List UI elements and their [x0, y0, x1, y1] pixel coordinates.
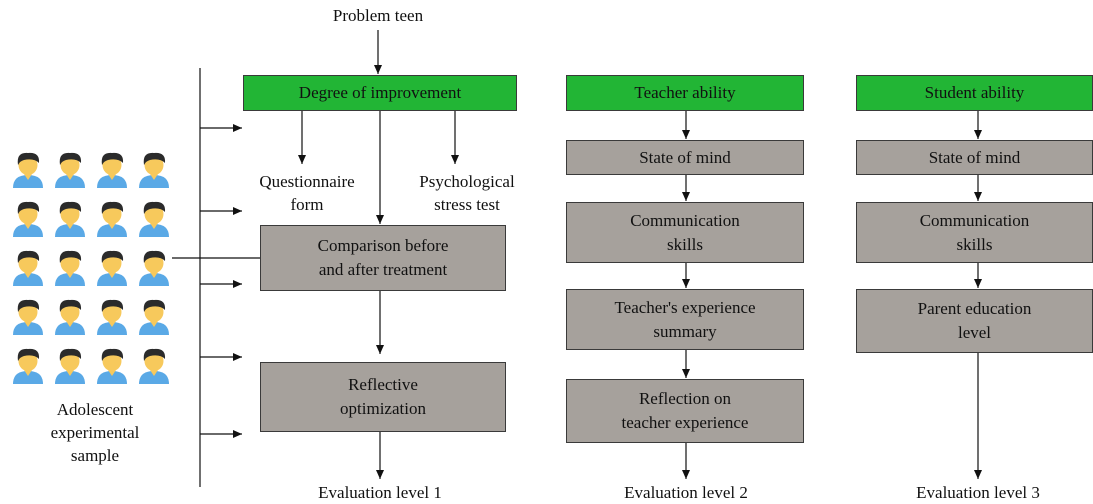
adolescent-person-icon [55, 250, 85, 286]
problem-teen-label: Problem teen [332, 6, 424, 25]
adolescent-person-icon [13, 152, 43, 188]
adolescent-person-icon [139, 348, 169, 384]
stress-test-label: Psychological stress test [419, 172, 515, 214]
adolescent-person-icon [97, 152, 127, 188]
evaluation-level-2-label: Evaluation level 2 [624, 483, 748, 502]
adolescent-person-icon [139, 250, 169, 286]
comparison-box: Comparison before and after treatment [260, 225, 506, 291]
evaluation-level-3-label: Evaluation level 3 [916, 483, 1040, 502]
adolescent-person-icon [97, 299, 127, 335]
student-ability-box: Student ability [856, 75, 1093, 111]
adolescent-person-icon [55, 201, 85, 237]
adolescent-person-icon [139, 299, 169, 335]
l2-communication-skills-box: Communication skills [566, 202, 804, 263]
adolescent-person-icon [55, 348, 85, 384]
parent-education-level-box: Parent education level [856, 289, 1093, 353]
evaluation-level-1-label: Evaluation level 1 [318, 483, 442, 502]
adolescent-person-icon [13, 348, 43, 384]
l3-state-of-mind-box: State of mind [856, 140, 1093, 175]
reflective-optimization-box: Reflective optimization [260, 362, 506, 432]
adolescent-person-icon [55, 152, 85, 188]
adolescent-person-icon [97, 201, 127, 237]
teacher-experience-summary-box: Teacher's experience summary [566, 289, 804, 350]
reflection-teacher-experience-box: Reflection on teacher experience [566, 379, 804, 443]
teacher-ability-box: Teacher ability [566, 75, 804, 111]
adolescent-person-icon [139, 201, 169, 237]
questionnaire-label: Questionnaire form [259, 172, 355, 214]
l2-state-of-mind-box: State of mind [566, 140, 804, 175]
adolescent-person-icon [97, 250, 127, 286]
adolescent-person-icon [13, 250, 43, 286]
adolescent-person-icon [13, 201, 43, 237]
l3-communication-skills-box: Communication skills [856, 202, 1093, 263]
sample-label: Adolescent experimental sample [50, 400, 140, 465]
adolescent-person-icon [13, 299, 43, 335]
adolescent-person-icon [97, 348, 127, 384]
degree-of-improvement-box: Degree of improvement [243, 75, 517, 111]
adolescent-person-icon [139, 152, 169, 188]
adolescent-person-icon [55, 299, 85, 335]
